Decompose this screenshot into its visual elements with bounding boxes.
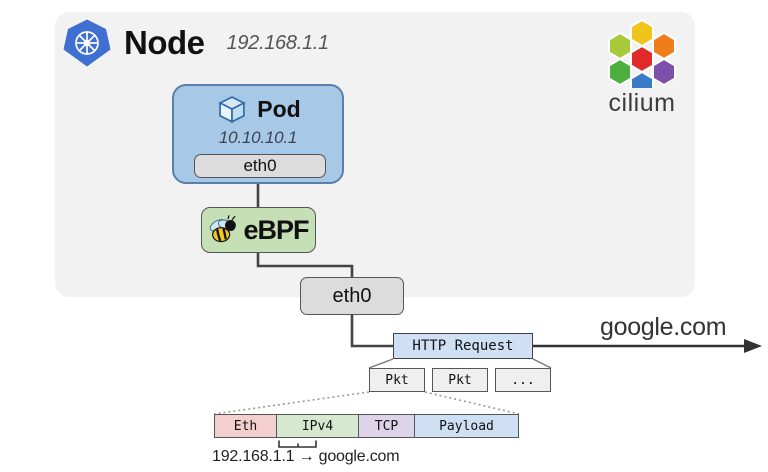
node-title: Node	[124, 24, 205, 61]
ebpf-label: eBPF	[243, 214, 309, 245]
destination-label: google.com	[600, 313, 727, 341]
ipv4-annotation: 192.168.1.1 → google.com	[212, 448, 400, 465]
packet-structure-bar: Eth IPv4 TCP Payload	[214, 414, 519, 438]
packet-field-tcp: TCP	[358, 414, 414, 438]
fan-pkt-right	[424, 391, 520, 415]
packet-box: Pkt	[432, 368, 488, 392]
fan-http-right	[532, 358, 552, 369]
fan-http-left	[368, 358, 394, 369]
http-request-box: HTTP Request	[393, 333, 533, 359]
link-eth0-to-http	[350, 315, 393, 348]
packet-field-payload: Payload	[414, 414, 519, 438]
kubernetes-icon	[63, 19, 111, 67]
cilium-wordmark: cilium	[608, 89, 676, 117]
packet-box: Pkt	[369, 368, 425, 392]
node-ip: 192.168.1.1	[226, 31, 330, 54]
packet-field-ipv4: IPv4	[276, 414, 358, 438]
node-header: Node 192.168.1.1	[62, 18, 329, 68]
packet-box-more: ...	[495, 368, 551, 392]
ebpf-container: eBPF	[201, 207, 316, 253]
bee-icon	[210, 215, 237, 243]
packet-field-eth: Eth	[214, 414, 276, 438]
cube-icon	[218, 96, 247, 124]
pod-ip: 10.10.10.1	[218, 128, 298, 147]
pod-title: Pod	[257, 95, 301, 122]
pod-container: Pod 10.10.10.1 eth0	[172, 84, 344, 184]
cilium-logo: cilium	[596, 16, 688, 117]
cilium-hexagons-icon	[608, 18, 676, 88]
node-container	[55, 12, 695, 297]
pod-header: Pod	[174, 92, 342, 126]
fan-pkt-left	[213, 391, 370, 415]
node-interface-eth0: eth0	[300, 277, 404, 315]
arrowhead-icon	[744, 339, 762, 353]
pod-interface-eth0: eth0	[194, 154, 326, 178]
ipv4-brace-icon	[278, 440, 317, 448]
